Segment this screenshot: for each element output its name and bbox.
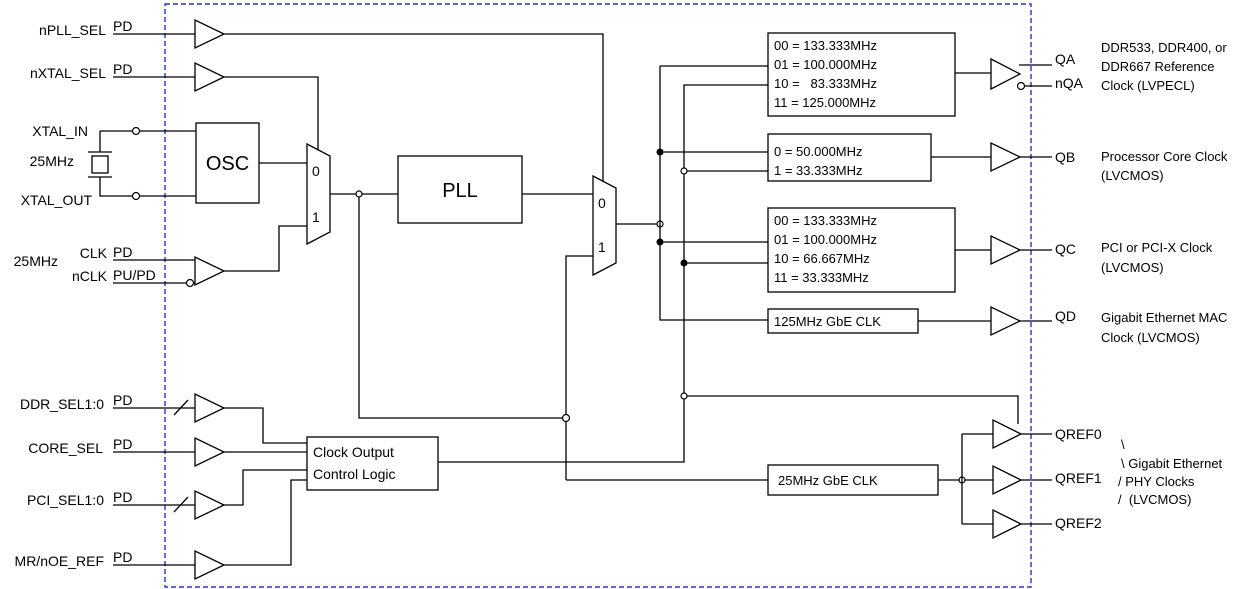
pci-sel-pull: PD xyxy=(113,489,132,505)
npll-sel-label: nPLL_SEL xyxy=(39,22,106,38)
crystal-symbol xyxy=(88,126,196,201)
qa-output-buffer xyxy=(990,57,1022,91)
qref-desc: \ xyxy=(1121,437,1125,452)
qc-divider-table xyxy=(767,207,956,293)
qref2-output-buffer xyxy=(992,508,1023,540)
qref1-output-buffer xyxy=(992,464,1023,496)
pll-block xyxy=(397,155,523,224)
input-mux: 0 1 xyxy=(224,76,566,419)
qb-output-buffer xyxy=(990,141,1022,173)
clk-diff-buffer xyxy=(194,255,226,287)
npll-sel-pull: PD xyxy=(113,18,132,34)
mr-noe-buffer xyxy=(194,549,226,581)
qb-divider-table xyxy=(767,133,932,182)
nqa-inversion-bubble xyxy=(1016,81,1026,91)
qc-output-buffer xyxy=(990,234,1022,266)
qref-desc: / PHY Clocks xyxy=(1118,474,1195,489)
pll-mux-1-label: 1 xyxy=(598,239,606,255)
nxtal-sel-label: nXTAL_SEL xyxy=(30,65,106,81)
chip-boundary xyxy=(164,3,1032,588)
control-logic-line2: Control Logic xyxy=(313,466,396,482)
qa-table-row: 10 = 83.333MHz xyxy=(774,76,877,91)
qa-table-row: 01 = 100.000MHz xyxy=(774,57,877,72)
qd-desc: Clock (LVCMOS) xyxy=(1101,330,1200,345)
input-mux-1-label: 1 xyxy=(312,209,320,225)
ref-box-label: 25MHz GbE CLK xyxy=(778,473,878,488)
ddr-sel-label: DDR_SEL1:0 xyxy=(20,396,104,412)
xtal-out-label: XTAL_OUT xyxy=(21,192,93,208)
qc-desc: PCI or PCI-X Clock xyxy=(1101,240,1213,255)
xtal-freq-label: 25MHz xyxy=(30,153,74,169)
input-wires xyxy=(113,33,195,566)
mr-noe-pull: PD xyxy=(113,549,132,565)
input-mux-0-label: 0 xyxy=(312,163,320,179)
nclk-inversion-bubble xyxy=(185,278,195,288)
qc-table-row: 10 = 66.667MHz xyxy=(774,251,870,266)
qref0-label: QREF0 xyxy=(1055,426,1102,442)
qref1-label: QREF1 xyxy=(1055,470,1102,486)
nqa-label: nQA xyxy=(1055,75,1084,91)
control-logic-line1: Clock Output xyxy=(313,444,394,460)
clock-distribution xyxy=(438,65,1019,463)
qb-table-row: 0 = 50.000MHz xyxy=(774,144,863,159)
nxtal-sel-buffer xyxy=(194,61,226,93)
qd-box-label: 125MHz GbE CLK xyxy=(774,314,881,329)
qc-desc: (LVCMOS) xyxy=(1101,260,1164,275)
qd-label: QD xyxy=(1055,308,1076,324)
qb-desc: (LVCMOS) xyxy=(1101,168,1164,183)
pci-sel-label: PCI_SEL1:0 xyxy=(27,492,104,508)
qb-desc: Processor Core Clock xyxy=(1101,149,1228,164)
qref-desc: \ Gigabit Ethernet xyxy=(1121,456,1223,471)
qc-table-row: 00 = 133.333MHz xyxy=(774,213,877,228)
core-sel-label: CORE_SEL xyxy=(28,440,103,456)
qd-clock-box xyxy=(767,308,919,334)
xtal-in-label: XTAL_IN xyxy=(32,123,88,139)
qref0-output-buffer xyxy=(992,418,1023,450)
nclk-pull: PU/PD xyxy=(113,267,156,283)
ddr-sel-pull: PD xyxy=(113,392,132,408)
qc-label: QC xyxy=(1055,241,1076,257)
pll-bypass-mux: 0 1 xyxy=(224,33,617,480)
clk-pull: PD xyxy=(113,244,132,260)
clk-freq-label: 25MHz xyxy=(14,253,58,269)
qd-output-buffer xyxy=(990,305,1022,337)
qd-desc: Gigabit Ethernet MAC xyxy=(1101,310,1227,325)
core-sel-pull: PD xyxy=(113,436,132,452)
mr-noe-label: MR/nOE_REF xyxy=(15,553,104,569)
qa-label: QA xyxy=(1055,51,1076,67)
pci-sel-buffer xyxy=(194,489,226,521)
control-logic-wires xyxy=(224,407,307,566)
nclk-label: nCLK xyxy=(72,268,108,284)
output-wires xyxy=(918,64,1052,525)
qa-desc: DDR667 Reference xyxy=(1101,59,1214,74)
qa-table-row: 00 = 133.333MHz xyxy=(774,38,877,53)
clock-output-control-logic xyxy=(306,436,439,491)
qa-desc: Clock (LVPECL) xyxy=(1101,78,1195,93)
qb-table-row: 1 = 33.333MHz xyxy=(774,163,863,178)
qref2-label: QREF2 xyxy=(1055,515,1102,531)
nxtal-sel-pull: PD xyxy=(113,61,132,77)
clk-label: CLK xyxy=(80,245,108,261)
osc-label: OSC xyxy=(206,153,249,175)
ddr-sel-buffer xyxy=(194,392,226,424)
qa-desc: DDR533, DDR400, or xyxy=(1101,40,1227,55)
npll-sel-buffer xyxy=(194,18,226,50)
qc-table-row: 01 = 100.000MHz xyxy=(774,232,877,247)
qa-table-row: 11 = 125.000MHz xyxy=(774,95,876,110)
core-sel-buffer xyxy=(194,436,226,468)
qref-desc: / (LVCMOS) xyxy=(1118,492,1191,507)
qa-divider-table xyxy=(767,32,956,117)
pll-mux-0-label: 0 xyxy=(598,195,606,211)
pll-label: PLL xyxy=(442,180,478,202)
qb-label: QB xyxy=(1055,149,1075,165)
osc-block xyxy=(195,122,260,204)
qc-table-row: 11 = 33.333MHz xyxy=(774,270,869,285)
